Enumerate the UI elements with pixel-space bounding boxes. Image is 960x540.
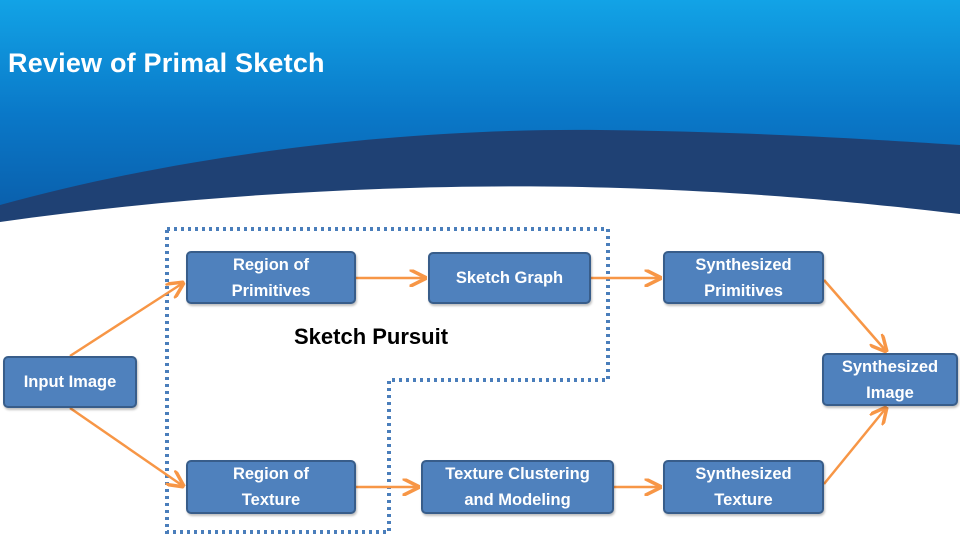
arrow-input-to-texture <box>69 406 183 486</box>
node-synthesized-primitives-label: Synthesized Primitives <box>695 255 792 300</box>
node-input-image-label: Input Image <box>23 373 117 391</box>
node-synthesized-image-label: Synthesized Image <box>841 357 939 402</box>
arrow-synthprimitives-to-image <box>823 279 886 351</box>
node-region-of-texture-label: Region of Texture <box>232 465 310 509</box>
node-synthesized-primitives: Synthesized Primitives <box>663 251 824 304</box>
node-texture-clustering: Texture Clustering and Modeling <box>421 460 614 514</box>
node-input-image: Input Image <box>3 356 137 408</box>
node-synthesized-texture-label: Synthesized Texture <box>695 465 792 509</box>
node-region-of-texture: Region of Texture <box>186 460 356 514</box>
node-texture-clustering-label: Texture Clustering and Modeling <box>445 465 590 509</box>
node-synthesized-texture: Synthesized Texture <box>663 460 824 514</box>
arrow-input-to-primitives <box>69 283 183 358</box>
node-region-of-primitives-label: Region of Primitives <box>231 255 311 300</box>
slide-title: Review of Primal Sketch <box>8 48 325 78</box>
node-sketch-graph-label: Sketch Graph <box>455 269 564 287</box>
arrow-synthtexture-to-image <box>823 408 886 485</box>
node-region-of-primitives: Region of Primitives <box>186 251 356 304</box>
node-sketch-graph: Sketch Graph <box>428 252 591 304</box>
sketch-pursuit-label: Sketch Pursuit <box>294 324 449 349</box>
sketch-pursuit-group-outline <box>165 227 610 534</box>
node-synthesized-image: Synthesized Image <box>822 353 958 406</box>
